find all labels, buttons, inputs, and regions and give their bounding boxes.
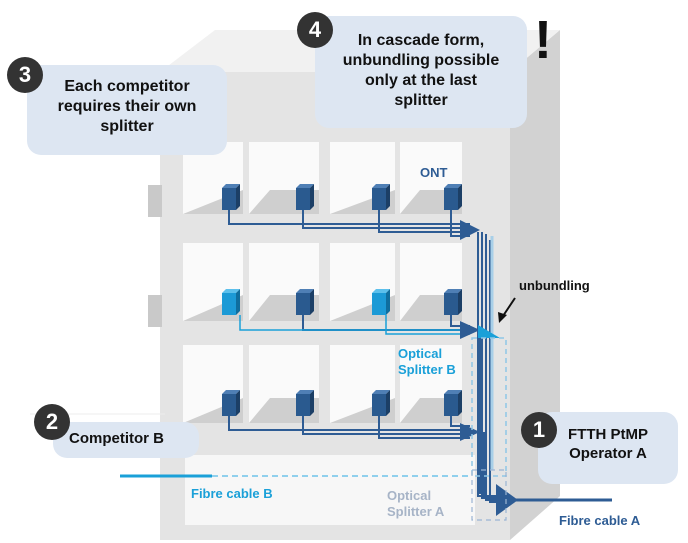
ont-device	[444, 390, 462, 416]
ont-device	[296, 184, 314, 210]
callout-1-text: FTTH PtMP Operator A	[568, 426, 648, 462]
callout-4: In cascade form, unbundling possible onl…	[315, 16, 527, 128]
callout-2-number: 2	[34, 404, 70, 440]
splitter-b-frame	[471, 337, 507, 477]
arrowhead	[460, 321, 480, 339]
callout-1: FTTH PtMP Operator A	[538, 412, 678, 484]
callout-1-number: 1	[521, 412, 557, 448]
arrowheads	[460, 220, 518, 516]
ont-device	[222, 390, 240, 416]
callout-3-number: 3	[7, 57, 43, 93]
splitter-frames	[471, 337, 507, 521]
ont-device	[444, 289, 462, 315]
fibre-cable-a-label: Fibre cable A	[559, 513, 641, 528]
arrowhead	[460, 220, 480, 240]
ont-device	[222, 184, 240, 210]
ont-device	[444, 184, 462, 210]
ont-device-competitor	[372, 289, 390, 315]
callout-4-text: In cascade form, unbundling possible onl…	[342, 32, 500, 109]
fibre-cable-b-label: Fibre cable B	[191, 486, 273, 501]
ont-device-competitor	[222, 289, 240, 315]
ont-label: ONT	[420, 165, 448, 180]
callout-3: Each competitor requires their own split…	[27, 65, 227, 155]
callout-2: Competitor B	[53, 422, 199, 458]
arrowhead-b	[478, 325, 500, 338]
splitter-b-label: Optical Splitter B	[398, 346, 456, 377]
callout-2-text: Competitor B	[69, 430, 164, 447]
arrowhead	[496, 484, 518, 516]
splitter-a-frame	[471, 469, 507, 521]
ont-devices	[222, 184, 462, 416]
arrowhead	[460, 423, 480, 441]
ont-device	[372, 184, 390, 210]
fibre-lines-competitor-b	[120, 236, 494, 478]
ont-device	[296, 289, 314, 315]
callout-4-number: 4	[297, 12, 333, 48]
ont-device	[372, 390, 390, 416]
splitter-a-label: Optical Splitter A	[387, 488, 445, 519]
unbundling-pointer	[502, 297, 516, 317]
callout-3-text: Each competitor requires their own split…	[57, 78, 197, 135]
unbundling-label: unbundling	[519, 278, 590, 293]
ont-device	[296, 390, 314, 416]
exclamation-icon: !	[534, 10, 552, 70]
